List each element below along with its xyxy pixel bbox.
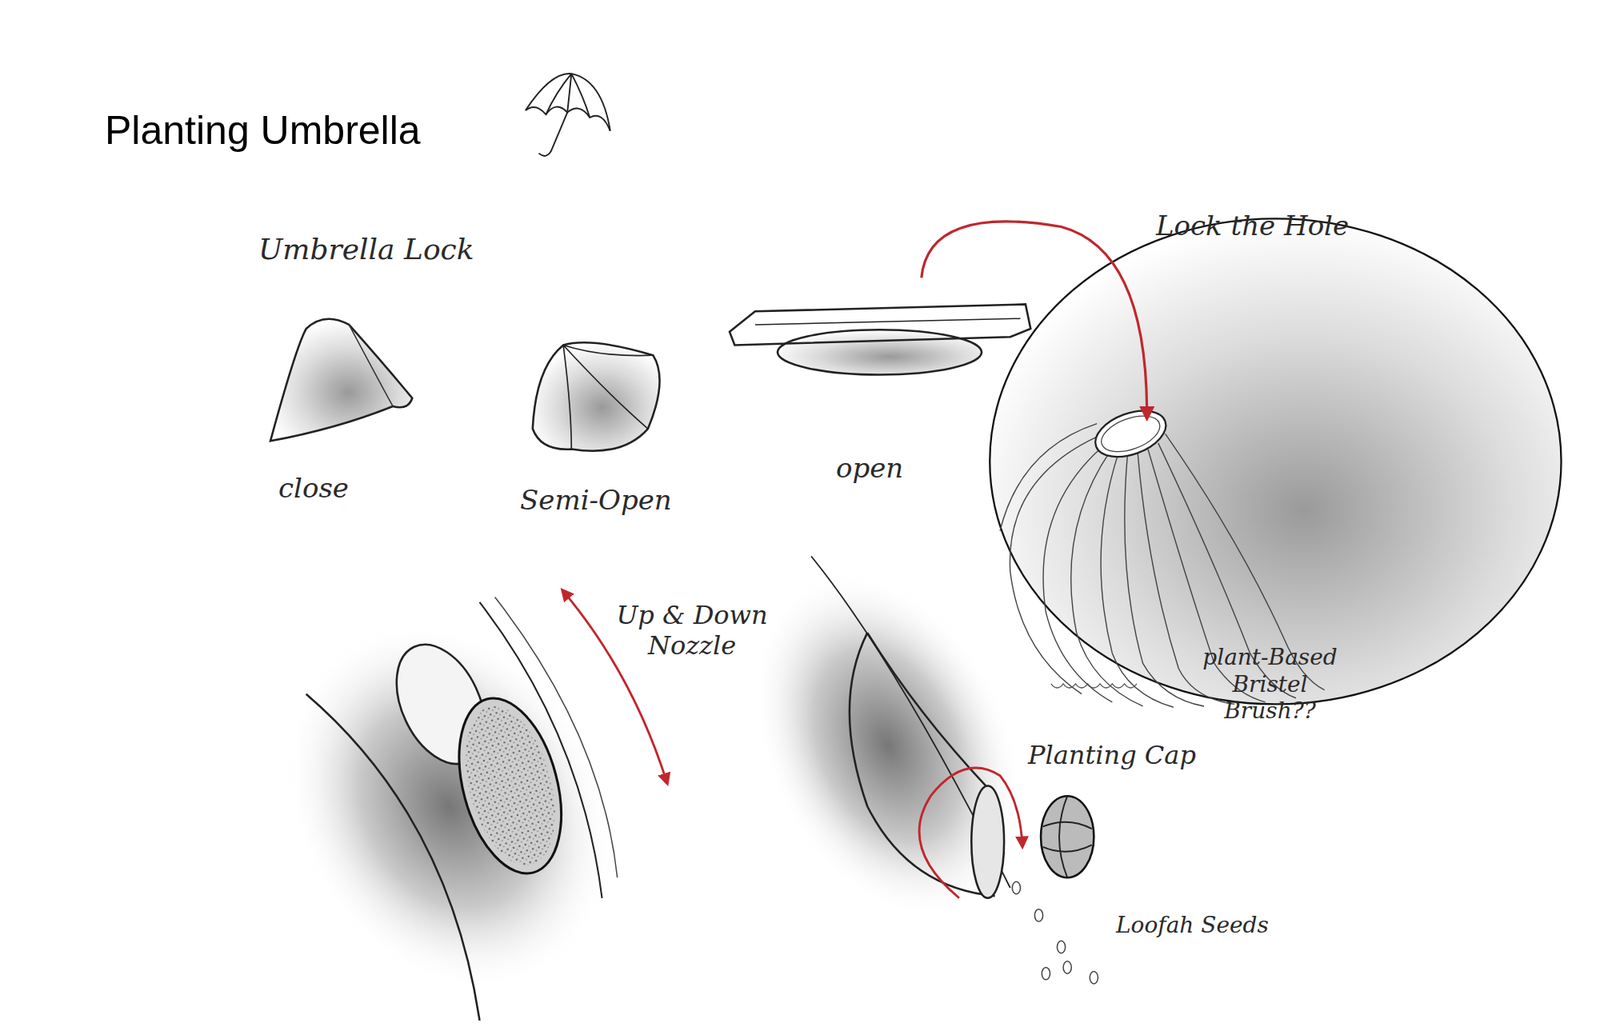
part-label: Loofah Seeds [1116, 912, 1269, 940]
lock-arrow [921, 221, 1148, 419]
nozzle-view [219, 561, 679, 1035]
umbrella-icon [525, 73, 611, 156]
lock-semi-open [532, 342, 660, 452]
part-label: Planting Cap [1028, 740, 1196, 771]
lock-closed [270, 319, 412, 442]
part-label: Umbrella Lock [258, 232, 475, 267]
bristle-sphere [989, 218, 1561, 708]
part-label: Up & Down Nozzle [616, 600, 768, 662]
lock-open [729, 304, 1031, 375]
cap-arrow [919, 768, 1023, 899]
state-label: Semi-Open [520, 484, 672, 517]
note-label: Lock the Hole [1156, 209, 1349, 243]
diagram-title: Planting Umbrella [104, 106, 421, 155]
state-label: open [836, 452, 904, 485]
note-label: plant-Based Bristel Brush?? [1184, 644, 1356, 725]
state-label: close [278, 472, 349, 505]
